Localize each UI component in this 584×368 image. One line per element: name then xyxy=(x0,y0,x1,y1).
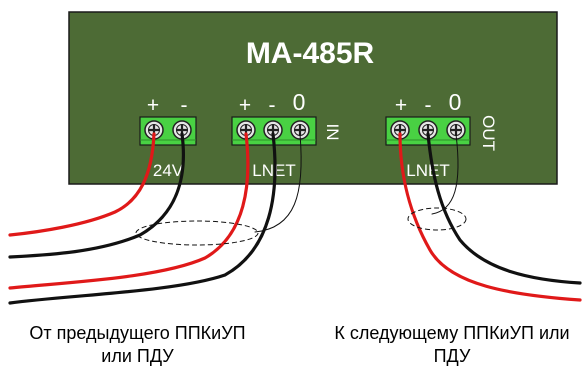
lnet-in-shield-wire xyxy=(254,133,302,233)
right-caption-line1: К следующему ППКиУП или xyxy=(334,323,570,343)
lnet-out-block-label: LNET xyxy=(406,161,449,180)
left-caption: От предыдущего ППКиУП или ПДУ xyxy=(10,322,265,368)
power-plus-label: + xyxy=(147,94,159,117)
lnet-out-twisted-pair-mark xyxy=(407,207,467,231)
device-title: MA-485R xyxy=(246,37,375,70)
power-black-wire xyxy=(8,132,186,259)
power-block-label: 24V xyxy=(153,161,184,180)
out-side-label: OUT xyxy=(479,115,498,151)
left-caption-line2: или ПДУ xyxy=(101,346,174,366)
power-minus-label: - xyxy=(181,94,188,117)
in-minus-label: - xyxy=(269,94,276,117)
screw-icon xyxy=(446,120,466,140)
in-zero-label: 0 xyxy=(293,89,306,115)
right-caption: К следующему ППКиУП или ПДУ xyxy=(322,322,582,368)
lnet-in-twisted-pair-mark xyxy=(135,220,259,246)
lnet-in-red-wire xyxy=(8,132,250,290)
screw-icon xyxy=(390,120,410,140)
left-caption-line1: От предыдущего ППКиУП xyxy=(29,323,246,343)
right-caption-line2: ПДУ xyxy=(433,346,471,366)
lnet-out-shield-wire xyxy=(431,133,459,215)
lnet-out-red-wire xyxy=(398,132,582,302)
out-zero-label: 0 xyxy=(449,89,462,115)
lnet-in-black-wire xyxy=(8,132,277,305)
lnet-out-black-wire xyxy=(426,132,582,285)
in-plus-label: + xyxy=(239,94,251,117)
out-minus-label: - xyxy=(425,94,432,117)
in-side-label: IN xyxy=(323,124,342,141)
power-red-wire xyxy=(8,132,156,237)
out-plus-label: + xyxy=(395,94,407,117)
